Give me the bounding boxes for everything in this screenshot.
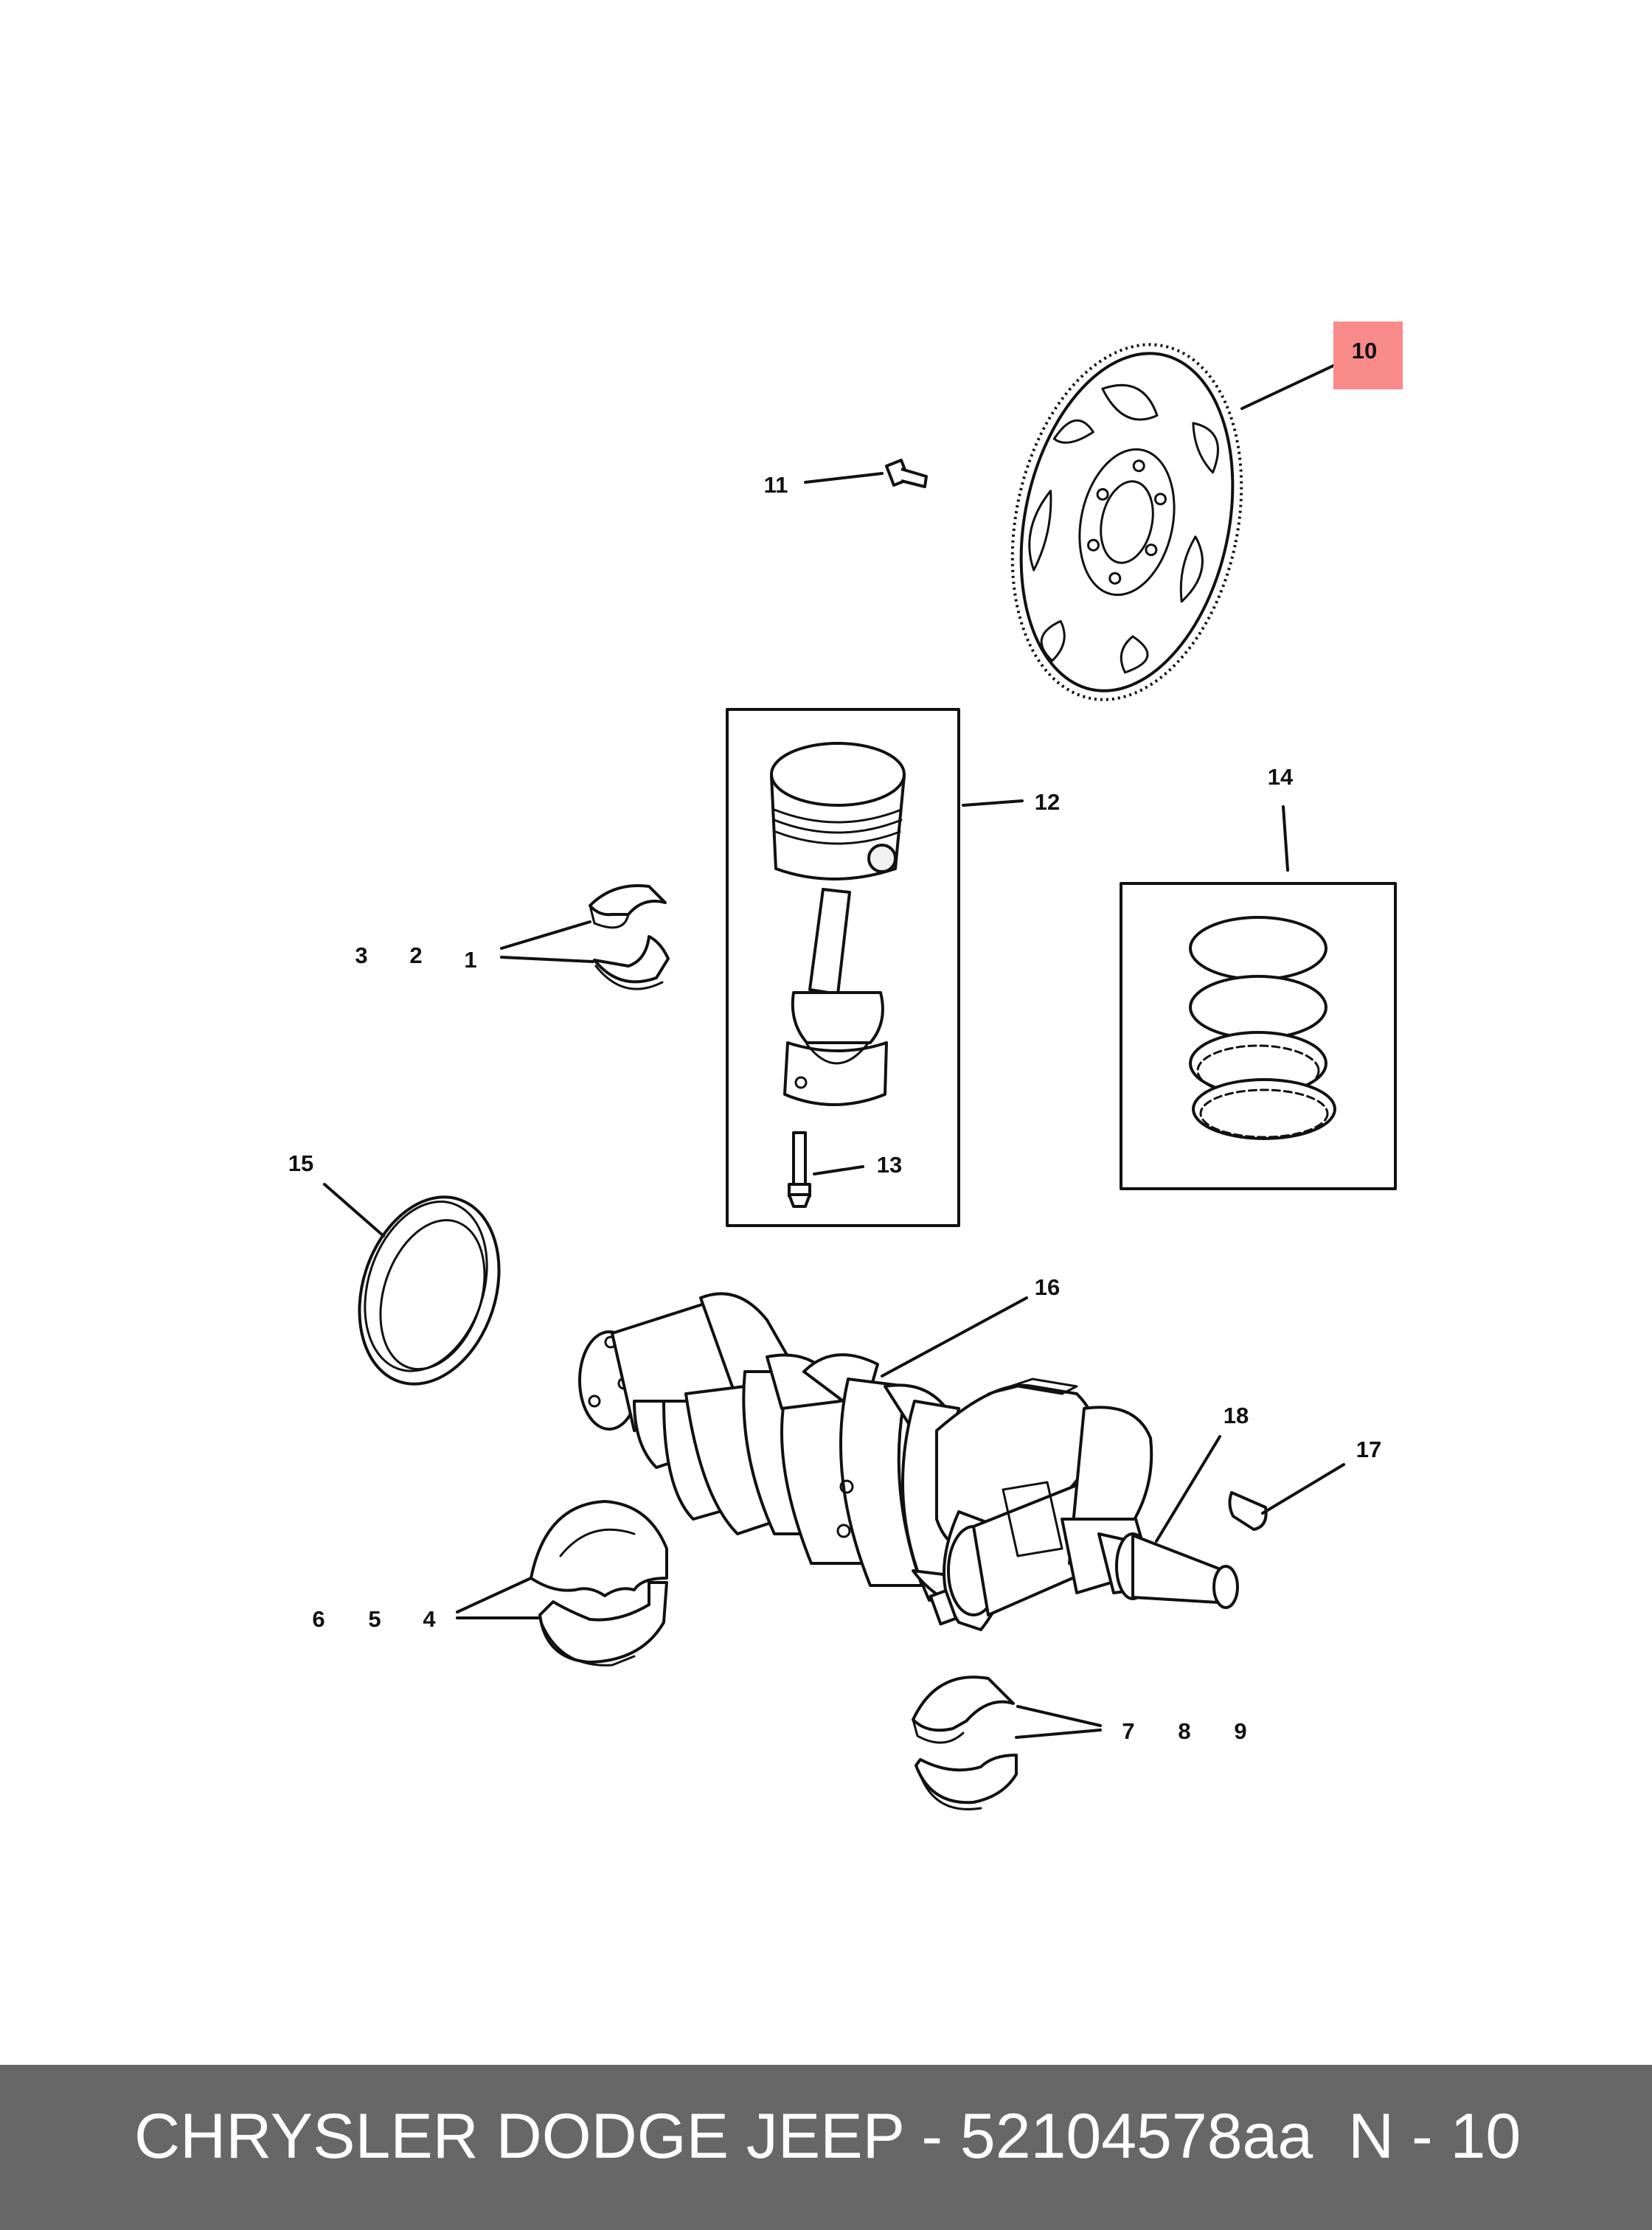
piston-rings-frame <box>1120 882 1397 1190</box>
flexplate-bolt[interactable] <box>885 459 928 488</box>
leader-13 <box>813 1165 864 1175</box>
callout-4[interactable]: 4 <box>423 1606 436 1632</box>
part-title: CHRYSLER DODGE JEEP - 52104578aa <box>134 2101 1313 2172</box>
callout-16[interactable]: 16 <box>1035 1274 1060 1300</box>
leader-4a <box>456 1577 532 1614</box>
piston-and-connecting-rod[interactable] <box>770 742 906 1106</box>
callout-11[interactable]: 11 <box>764 472 788 498</box>
parts-diagram: 10 11 12 13 14 <box>288 322 1403 1810</box>
leader-12 <box>962 799 1024 807</box>
main-bearing[interactable] <box>530 1500 668 1667</box>
callout-6[interactable]: 6 <box>312 1606 324 1632</box>
connecting-rod-bolt[interactable] <box>788 1131 811 1208</box>
callout-15[interactable]: 15 <box>288 1150 313 1176</box>
thrust-bearing[interactable] <box>912 1675 1018 1810</box>
page-reference: N - 10 <box>1348 2101 1521 2172</box>
crankshaft-key[interactable] <box>1228 1491 1268 1531</box>
highlight-box-10 <box>1333 322 1403 389</box>
leader-1a <box>500 920 591 950</box>
leader-10 <box>1240 363 1338 410</box>
callout-3[interactable]: 3 <box>355 942 367 968</box>
leader-1b <box>500 956 594 963</box>
callout-9[interactable]: 9 <box>1234 1718 1246 1744</box>
leader-15 <box>323 1183 385 1237</box>
connecting-rod-bearing[interactable] <box>589 884 670 990</box>
callout-17[interactable]: 17 <box>1356 1437 1381 1462</box>
callout-10[interactable]: 10 <box>1352 338 1377 364</box>
leader-11 <box>804 472 884 484</box>
crankshaft[interactable] <box>578 1292 1239 1631</box>
leader-16 <box>881 1296 1028 1378</box>
leader-14 <box>1282 805 1289 872</box>
footer-bar: CHRYSLER DODGE JEEP - 52104578aa N - 10 <box>0 2065 1652 2230</box>
callout-14[interactable]: 14 <box>1268 764 1294 790</box>
leader-7a <box>1016 1705 1102 1727</box>
flexplate[interactable] <box>982 323 1273 721</box>
callout-1[interactable]: 1 <box>464 947 476 973</box>
piston-rings[interactable] <box>1189 916 1336 1140</box>
callout-2[interactable]: 2 <box>409 942 422 968</box>
callout-13[interactable]: 13 <box>877 1152 902 1178</box>
leader-18 <box>1155 1435 1221 1543</box>
leader-7b <box>1015 1729 1102 1739</box>
leader-17 <box>1261 1463 1345 1515</box>
callout-5[interactable]: 5 <box>368 1606 381 1632</box>
callout-12[interactable]: 12 <box>1035 789 1060 815</box>
callout-8[interactable]: 8 <box>1178 1718 1190 1744</box>
rear-main-seal[interactable] <box>336 1179 522 1403</box>
callout-7[interactable]: 7 <box>1122 1718 1134 1744</box>
callout-18[interactable]: 18 <box>1224 1403 1249 1428</box>
piston-rod-frame <box>726 708 960 1227</box>
